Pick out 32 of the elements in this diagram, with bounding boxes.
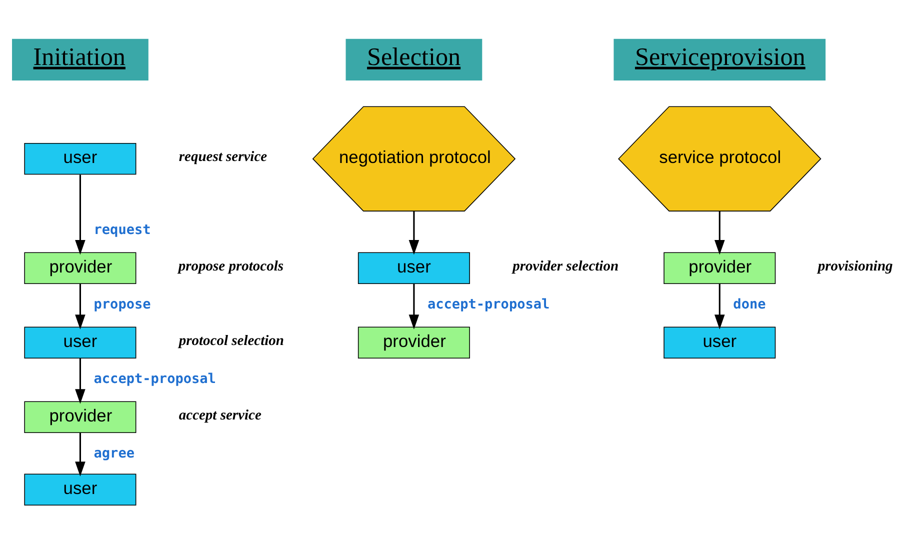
edge-label: accept-proposal xyxy=(94,370,216,386)
node-box: user xyxy=(24,473,136,506)
node-box: provider xyxy=(24,252,136,284)
node-box: user xyxy=(358,252,470,284)
label: Serviceprovision xyxy=(634,43,806,70)
edge-label: propose xyxy=(94,296,151,312)
node-box: provider xyxy=(358,326,470,358)
edge-label: agree xyxy=(94,444,134,461)
node-label: protocol selection xyxy=(178,332,284,349)
node-label: provider selection xyxy=(512,258,619,274)
label: Selection xyxy=(367,43,461,70)
node-box: user xyxy=(664,326,776,358)
arrow xyxy=(408,210,420,254)
node-box: user xyxy=(24,142,136,174)
arrow xyxy=(75,283,86,329)
node-label: accept service xyxy=(178,407,262,424)
node-box: provider xyxy=(24,400,136,432)
arrow xyxy=(408,283,420,329)
node-label: propose protocols xyxy=(178,258,284,274)
arrow xyxy=(714,210,725,254)
node-box: provider xyxy=(664,252,776,284)
edge-label: done xyxy=(733,296,766,312)
arrow xyxy=(75,174,86,254)
node-label: request service xyxy=(178,148,268,165)
node-box: user xyxy=(24,326,136,358)
edge-label: request xyxy=(94,221,151,238)
arrow xyxy=(75,358,86,404)
edge-label: accept-proposal xyxy=(427,296,550,312)
label: Initiation xyxy=(33,43,126,70)
arrow xyxy=(714,283,725,329)
node-label: provisioning xyxy=(818,258,893,274)
arrow xyxy=(75,432,86,476)
